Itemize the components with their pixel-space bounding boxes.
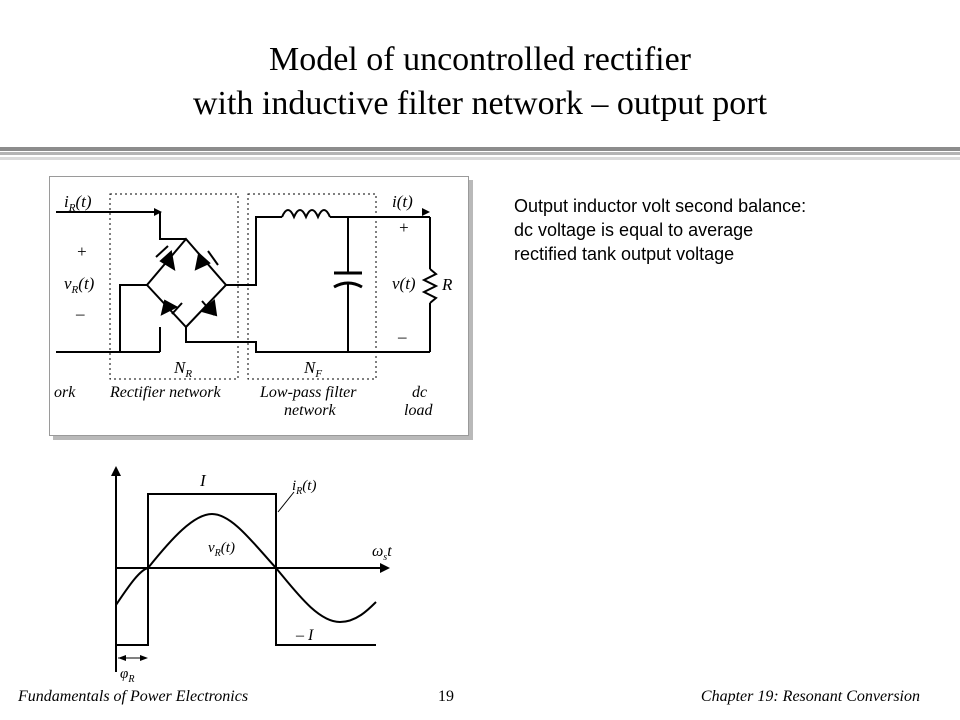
waveform-diagram: I iR(t) vR(t) ωst – I φR	[111, 466, 392, 682]
bridge-bottom-feed	[119, 284, 147, 352]
diode-3-bar	[171, 302, 183, 315]
R-label: R	[441, 275, 453, 294]
v-R-wave-label: vR(t)	[208, 540, 235, 559]
title-line-2: with inductive filter network – output p…	[192, 85, 768, 122]
footer-page-number: 19	[438, 688, 454, 705]
diode-3	[160, 299, 179, 316]
I-label: I	[199, 471, 207, 490]
i-t-label: i(t)	[392, 192, 413, 211]
notes-line-1: Output inductor volt second balance:	[514, 196, 807, 216]
notes-text: Output inductor volt second balance: dc …	[514, 194, 934, 266]
N-F-label: NF	[303, 358, 322, 380]
partial-network-label: ork	[54, 384, 76, 401]
notes-line-3: rectified tank output voltage	[514, 244, 735, 264]
diode-2-bar	[207, 250, 219, 266]
footer-left: Fundamentals of Power Electronics	[18, 688, 249, 705]
notes-line-2: dc voltage is equal to average	[514, 220, 754, 240]
phi-R-label: φR	[120, 666, 134, 682]
load-resistor	[421, 268, 439, 304]
output-current-arrow	[422, 208, 430, 216]
footer-right: Chapter 19: Resonant Conversion	[700, 688, 920, 705]
v-t-label: v(t)	[392, 274, 416, 293]
minus-left-label: –	[75, 304, 85, 323]
N-R-label: NR	[173, 358, 192, 380]
slide-title: Model of uncontrolled rectifier with ind…	[0, 38, 960, 126]
plus-right-label: +	[398, 218, 409, 237]
i-R-leader	[277, 491, 295, 513]
omega-t-label: ωst	[372, 543, 392, 563]
title-line-1: Model of uncontrolled rectifier	[268, 41, 691, 78]
lpf-label-line1: Low-pass filter	[259, 384, 357, 401]
diode-1-bar	[155, 245, 169, 258]
bridge-pos-output	[226, 216, 282, 286]
dc-label: dc	[412, 384, 427, 401]
i-R-square-wave	[116, 493, 376, 646]
bridge-top-feed	[159, 212, 186, 240]
title-rule-dark	[0, 147, 960, 151]
circuit-figure: iR(t) + vR(t) – NR NF i(t) + v(t) – R or…	[49, 176, 469, 436]
y-axis-arrowhead	[111, 466, 121, 476]
lpf-label-line2: network	[284, 402, 336, 419]
phase-arrow-right	[140, 655, 148, 661]
rectifier-network-label: Rectifier network	[109, 384, 222, 401]
title-rule-mid	[0, 152, 960, 155]
v-R-sinusoid	[115, 512, 377, 624]
plus-left-label: +	[76, 242, 87, 261]
phase-arrow-left	[118, 655, 126, 661]
diode-2	[194, 252, 211, 271]
circuit-diagram: iR(t) + vR(t) – NR NF i(t) + v(t) – R or…	[54, 192, 453, 419]
rectifier-network-box	[109, 193, 239, 380]
inductor-coil	[281, 209, 331, 220]
i-R-wave-label: iR(t)	[292, 478, 316, 497]
diode-4-bar	[201, 300, 215, 316]
lpf-network-box	[247, 193, 377, 380]
i-R-label: iR(t)	[64, 192, 92, 214]
bridge-neg-output	[185, 327, 430, 353]
title-rule-light	[0, 157, 960, 160]
diode-1	[159, 250, 176, 272]
v-R-label: vR(t)	[64, 274, 95, 296]
load-label: load	[404, 402, 433, 419]
input-current-arrow	[154, 208, 162, 216]
minus-right-label: –	[397, 327, 407, 346]
x-axis-arrowhead	[380, 563, 390, 573]
minus-I-label: – I	[295, 627, 314, 644]
